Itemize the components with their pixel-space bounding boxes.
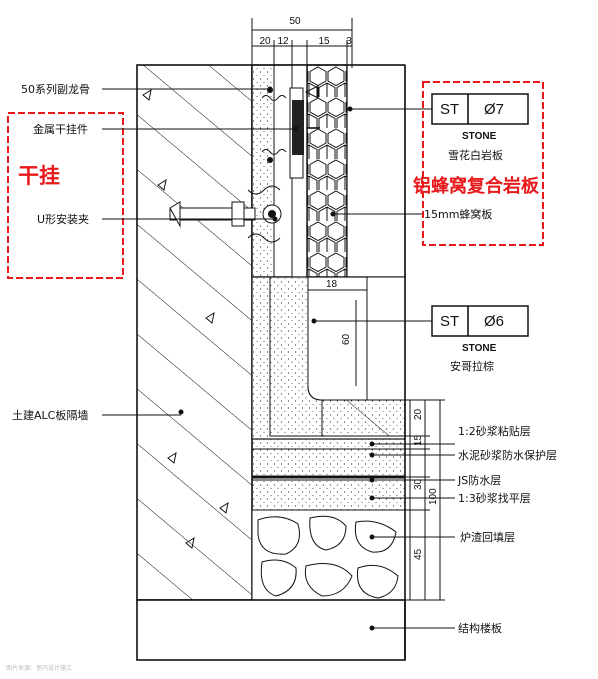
label-js: JS防水层 — [457, 473, 501, 487]
tag-st06-number: Ø6 — [484, 313, 504, 330]
dim-total: 50 — [289, 16, 301, 27]
label-waterproof-protect: 水泥砂浆防水保护层 — [458, 448, 557, 462]
dim-seg-1: 20 — [259, 36, 271, 47]
dry-hang-label: 干挂 — [18, 164, 60, 188]
label-wall: 土建ALC板隔墙 — [12, 408, 88, 422]
label-slab: 结构楼板 — [458, 621, 502, 635]
label-keel: 50系列副龙骨 — [21, 82, 90, 96]
dim-seg-2: 12 — [277, 36, 289, 47]
dim-skirt-width: 18 — [326, 279, 338, 290]
dim-right-1: 20 — [413, 408, 424, 420]
tag-st06: ST Ø6 STONE 安哥拉棕 — [311, 305, 529, 373]
structural-slab — [136, 599, 406, 661]
panel-label: 铝蜂窝复合岩板 — [413, 175, 540, 197]
tag-st07-name: 雪花白岩板 — [448, 148, 503, 162]
tag-st07-sub: STONE — [462, 131, 497, 142]
right-dims: 20 15 30 45 100 — [400, 399, 445, 601]
dim-skirt-height: 60 — [341, 333, 352, 345]
right-callouts: 1:2砂浆粘贴层 水泥砂浆防水保护层 JS防水层 1:3砂浆找平层 炉渣回填层 … — [369, 424, 557, 635]
u-clip — [169, 185, 282, 243]
dim-seg-4: 3 — [346, 36, 352, 47]
dim-right-2: 15 — [413, 434, 424, 446]
tag-st06-name: 安哥拉棕 — [450, 359, 494, 373]
label-clip: U形安装夹 — [37, 212, 89, 226]
tag-st06-sub: STONE — [462, 343, 497, 354]
honeycomb-panel — [252, 64, 406, 278]
dim-right-3: 30 — [413, 478, 424, 490]
label-hanger: 金属干挂件 — [33, 122, 88, 136]
tag-st07: ST Ø7 STONE 雪花白岩板 — [347, 93, 529, 162]
skirting-and-floor — [251, 276, 406, 601]
label-leveling: 1:3砂浆找平层 — [458, 491, 531, 505]
label-slag: 炉渣回填层 — [460, 530, 515, 544]
tag-st07-code: ST — [440, 101, 459, 118]
label-adhesive: 1:2砂浆粘贴层 — [458, 424, 531, 438]
label-honeycomb: 15mm蜂窝板 — [424, 207, 492, 221]
dim-right-4: 45 — [413, 548, 424, 560]
left-callouts: 50系列副龙骨 金属干挂件 U形安装夹 土建ALC板隔墙 — [12, 82, 299, 422]
dry-hang-box — [7, 112, 124, 279]
panel-box — [422, 81, 544, 246]
top-dimension: 50 20 12 15 3 — [251, 16, 353, 68]
tag-st07-number: Ø7 — [484, 101, 504, 118]
tag-st06-code: ST — [440, 313, 459, 330]
dim-right-total: 100 — [428, 488, 439, 505]
watermark: 图片来源：室内设计施工 — [6, 664, 72, 672]
alc-wall — [136, 64, 253, 601]
keel-frame — [251, 64, 320, 278]
inner-dims: 18 60 — [308, 279, 367, 386]
dim-seg-3: 15 — [318, 36, 330, 47]
